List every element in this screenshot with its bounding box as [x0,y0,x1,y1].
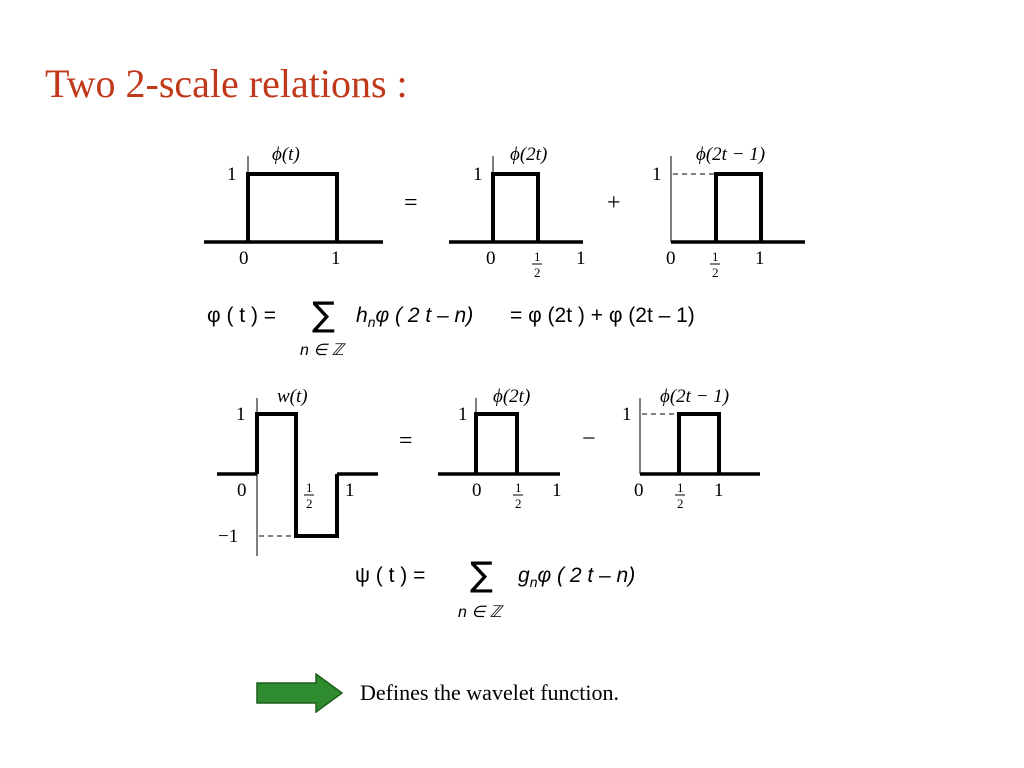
box-function [491,172,540,242]
tick-half-num: 1 [534,249,541,264]
tick-half-den: 2 [515,496,522,511]
box-function [246,172,339,242]
tick-half-den: 2 [677,496,684,511]
tick-half-den: 2 [306,496,313,511]
minus-sign: − [582,426,596,452]
equation-rhs: = φ (2t ) + φ (2t – 1) [510,304,695,327]
tick-one: 1 [622,404,632,425]
tick-one-x: 1 [755,248,765,269]
box-function [474,412,519,474]
tick-zero: 0 [237,480,247,501]
tick-one: 1 [473,164,483,185]
plot-label: ϕ(2t) [510,144,547,165]
tick-one-x: 1 [552,480,562,501]
tick-one: 1 [236,404,246,425]
tick-half-num: 1 [712,249,719,264]
tick-half-num: 1 [515,480,522,495]
plot-label: ϕ(2t) [493,386,530,407]
tick-half-den: 2 [534,265,541,280]
slide-title: Two 2-scale relations : [45,61,408,106]
summation-index: n ∈ ℤ [300,342,344,359]
plot-phi-t: ϕ(t) 1 0 1 [204,144,383,269]
plot-label: w(t) [277,386,308,407]
tick-one-x: 1 [714,480,724,501]
tick-one-x: 1 [345,480,355,501]
box-function [714,172,763,242]
tick-zero: 0 [239,248,249,269]
equation-lhs: ψ ( t ) = [355,564,426,587]
tick-one: 1 [227,164,237,185]
tick-zero: 0 [634,480,644,501]
tick-one: 1 [458,404,468,425]
plus-sign: + [607,190,621,216]
equals-sign: = [399,428,413,454]
summation-symbol: ∑ [470,555,493,595]
haar-wavelet [255,412,339,538]
tick-one-x: 1 [576,248,586,269]
equation-lhs: φ ( t ) = [207,304,277,327]
plot-label: ϕ(2t − 1) [696,144,765,165]
plot-w-t: w(t) 1 −1 0 1 2 1 [217,386,378,556]
tick-zero: 0 [486,248,496,269]
tick-zero: 0 [666,248,676,269]
tick-half-num: 1 [677,480,684,495]
plot-label: ϕ(t) [272,144,300,165]
equation-term: gnφ ( 2 t – n) [518,564,636,591]
tick-half-den: 2 [712,265,719,280]
tick-zero: 0 [472,480,482,501]
plot-phi-2t-minus-1: ϕ(2t − 1) 1 0 1 2 1 [652,144,805,280]
equation-term: hnφ ( 2 t – n) [356,304,474,331]
equals-sign: = [404,190,418,216]
tick-half-num: 1 [306,480,313,495]
plot-phi-2t-minus-1-bottom: ϕ(2t − 1) 1 0 1 2 1 [622,386,760,511]
tick-one-x: 1 [331,248,341,269]
summation-symbol: ∑ [312,295,335,335]
tick-minus-one: −1 [218,526,238,547]
tick-one: 1 [652,164,662,185]
plot-phi-2t: ϕ(2t) 1 0 1 2 1 [449,144,586,280]
plot-label: ϕ(2t − 1) [660,386,729,407]
box-function [677,412,721,474]
plot-phi-2t-bottom: ϕ(2t) 1 0 1 2 1 [438,386,562,511]
wavelet-note: Defines the wavelet function. [360,680,620,705]
summation-index: n ∈ ℤ [458,604,502,621]
right-arrow-icon [256,673,344,713]
